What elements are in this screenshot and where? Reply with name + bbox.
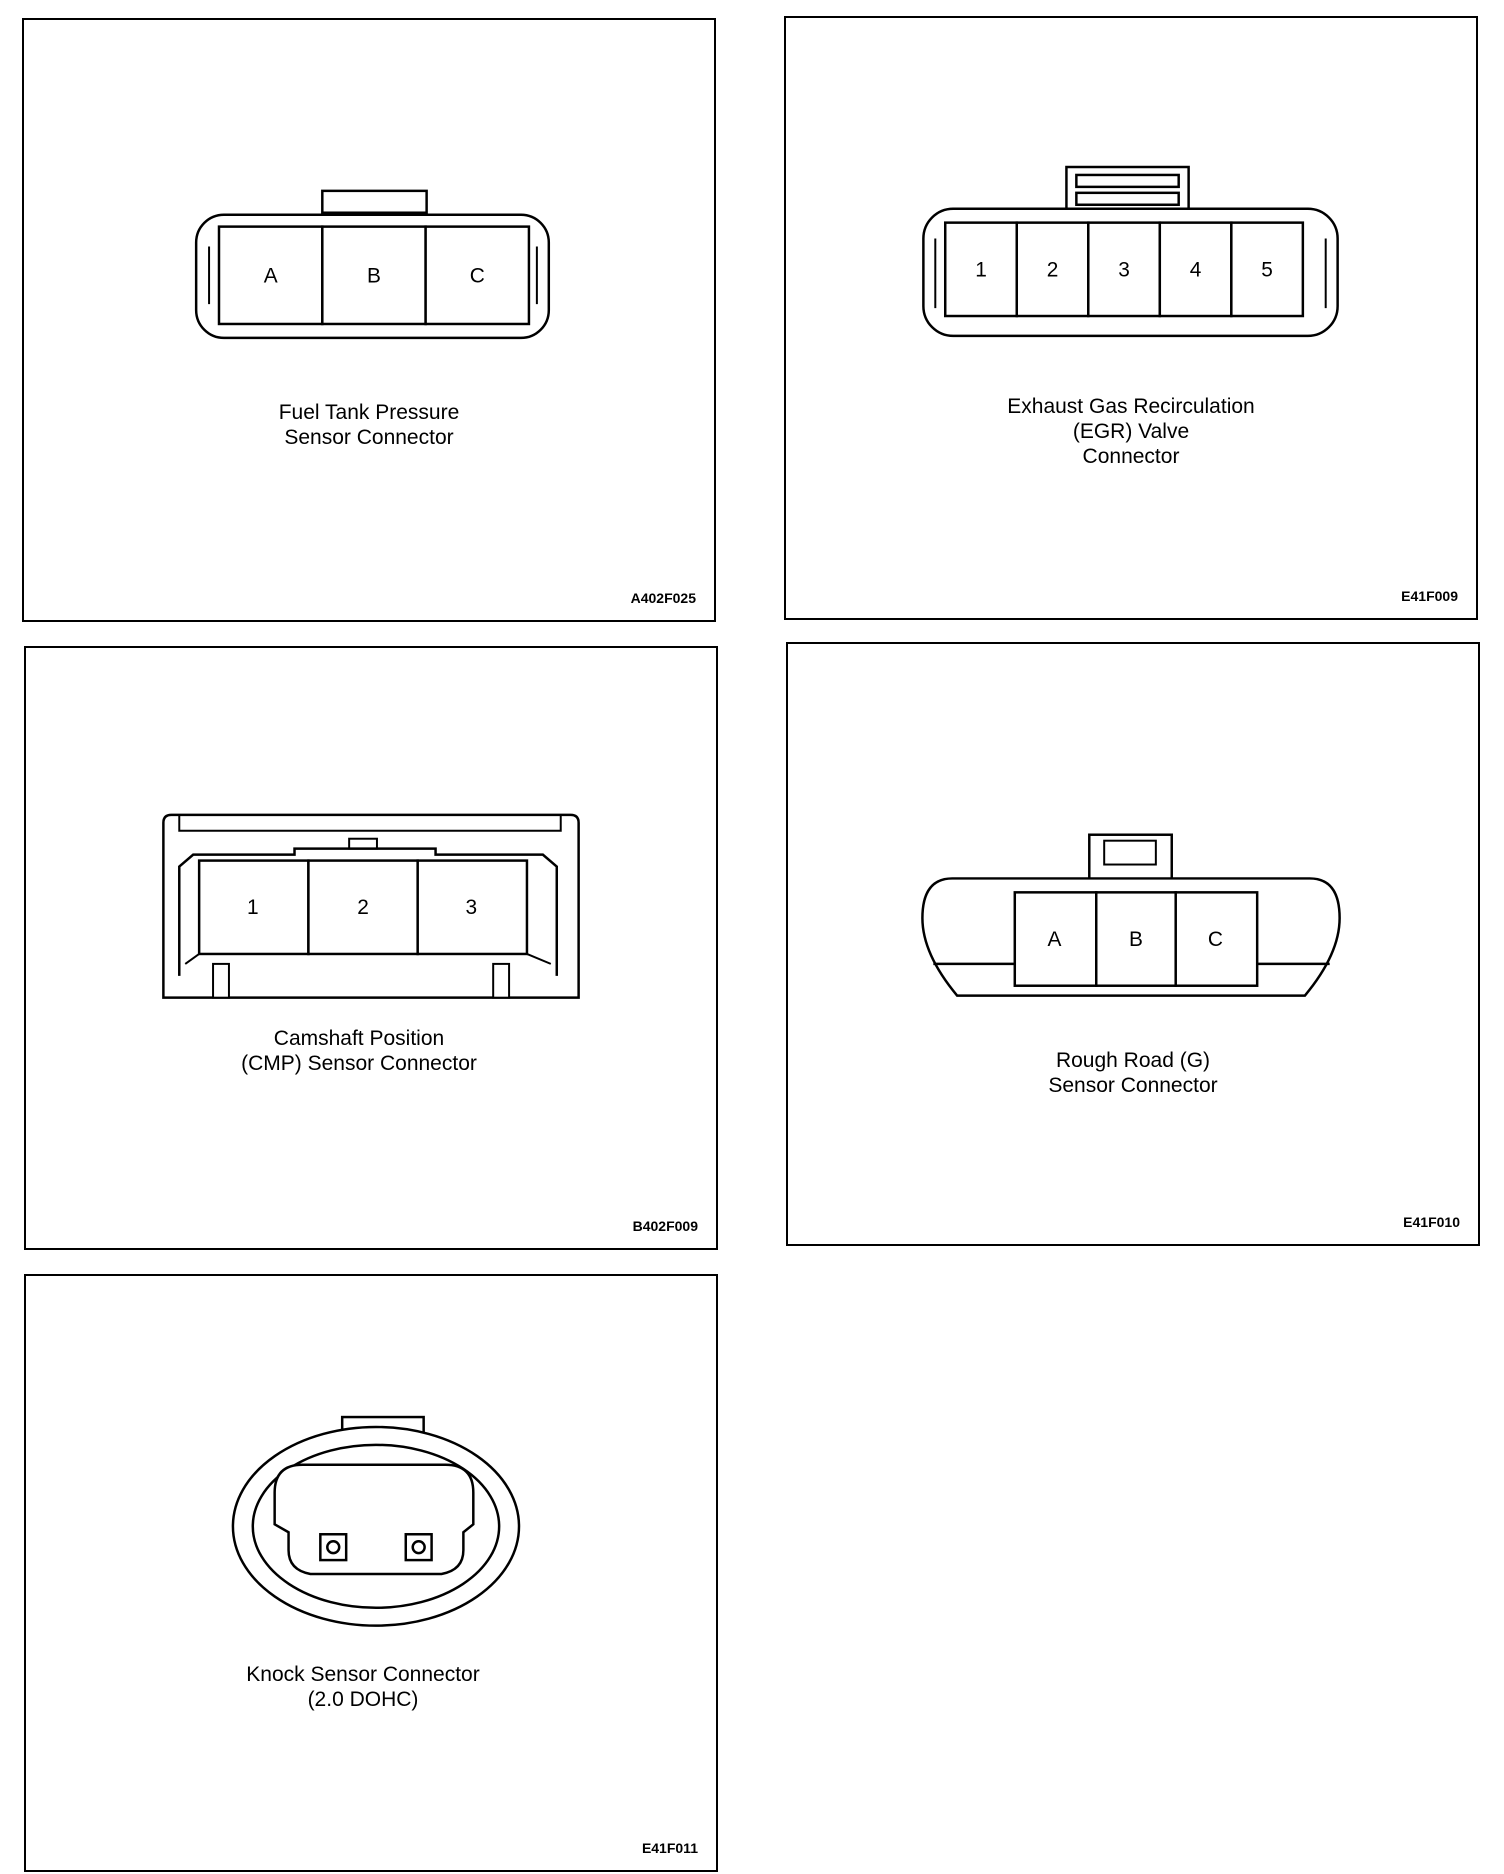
pin-label-3: 3 (466, 896, 478, 919)
pin-label-c: C (470, 264, 485, 287)
pin-label-b: B (367, 264, 381, 287)
cmp-sensor-panel: 1 2 3 Camshaft Position (CMP) Sensor Con… (24, 646, 718, 1250)
caption-line-1: Exhaust Gas Recirculation (1007, 395, 1255, 418)
figure-code: E41F011 (641, 1840, 698, 1856)
pin-cavity-5 (1230, 221, 1305, 318)
pin-cavity-b (1095, 891, 1177, 987)
pin-cavity-a (217, 225, 324, 326)
pin-cavity-3 (1087, 221, 1162, 318)
pin-cavity-2 (1015, 221, 1090, 318)
caption-line-1: Rough Road (G) (1055, 1049, 1211, 1072)
cmp-caption: Camshaft Position (CMP) Sensor Connector (14, 1026, 704, 1076)
pin-label-2: 2 (1047, 258, 1059, 281)
pin-cavity-1 (943, 221, 1019, 318)
egr-caption: Exhaust Gas Recirculation (EGR) Valve Co… (786, 394, 1476, 469)
rough-road-caption: Rough Road (G) Sensor Connector (788, 1048, 1478, 1098)
pin-cavity-c (1174, 891, 1259, 987)
figure-code: E41F009 (1401, 588, 1458, 604)
terminal-2 (404, 1533, 433, 1562)
knock-caption: Knock Sensor Connector (2.0 DOHC) (18, 1662, 708, 1712)
pin-cavity-3 (416, 859, 529, 956)
pin-label-b: B (1129, 928, 1143, 951)
rough-road-panel: A B C Rough Road (G) Sensor Connector E4… (786, 642, 1480, 1246)
figure-code: B402F009 (632, 1218, 698, 1234)
connector-latch (321, 189, 428, 214)
pin-cavity-1 (197, 859, 310, 956)
caption-line-2: Sensor Connector (1048, 1074, 1218, 1097)
pin-cavity-4 (1158, 221, 1233, 318)
caption-line-2: (CMP) Sensor Connector (241, 1052, 477, 1075)
connector-insert (273, 1463, 475, 1576)
knock-sensor-panel: Knock Sensor Connector (2.0 DOHC) E41F01… (24, 1274, 718, 1872)
egr-valve-panel: 1 2 3 4 5 Exhaust Gas Recirculation (EGR… (784, 16, 1478, 620)
egr-connector-diagram: 1 2 3 4 5 (922, 165, 1339, 338)
fuel-tank-pressure-panel: A B C Fuel Tank Pressure Sensor Connecto… (22, 18, 716, 622)
pin-cavity-b (321, 225, 427, 326)
pin-label-a: A (1048, 928, 1062, 951)
pin-label-1: 1 (975, 258, 987, 281)
caption-line-2: (EGR) Valve (1072, 420, 1190, 443)
pin-label-2: 2 (357, 896, 369, 919)
pin-label-5: 5 (1261, 258, 1273, 281)
caption-line-2: (2.0 DOHC) (307, 1688, 419, 1711)
pin-label-1: 1 (247, 896, 259, 919)
figure-code: A402F025 (630, 590, 696, 606)
pin-label-3: 3 (1118, 258, 1130, 281)
pin-label-c: C (1208, 928, 1223, 951)
caption-line-1: Fuel Tank Pressure (278, 401, 460, 424)
caption-line-1: Knock Sensor Connector (246, 1663, 480, 1686)
fuel-tank-connector-diagram: A B C (194, 189, 551, 340)
pin-cavity-2 (307, 859, 419, 956)
pin-label-4: 4 (1190, 258, 1202, 281)
figure-code: E41F010 (1403, 1214, 1460, 1230)
pin-label-a: A (264, 264, 278, 287)
cmp-connector-diagram: 1 2 3 (162, 813, 580, 999)
rough-road-connector-diagram: A B C (921, 833, 1341, 997)
knock-connector-diagram (231, 1415, 521, 1627)
terminal-1 (319, 1533, 348, 1562)
fuel-tank-caption: Fuel Tank Pressure Sensor Connector (24, 400, 714, 450)
caption-line-2: Sensor Connector (284, 426, 454, 449)
caption-line-1: Camshaft Position (273, 1027, 445, 1050)
pin-cavity-c (424, 225, 531, 326)
caption-line-3: Connector (1082, 445, 1180, 468)
